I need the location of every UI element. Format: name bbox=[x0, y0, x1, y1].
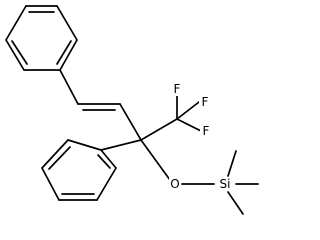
bond bbox=[140, 139, 171, 181]
aromatic-inner-bond bbox=[97, 154, 111, 169]
aromatic-inner-bond bbox=[56, 40, 72, 65]
bond bbox=[100, 149, 117, 169]
bond bbox=[59, 69, 79, 105]
trifluoromethyl-group bbox=[140, 88, 202, 141]
bottom-phenyl-ring bbox=[41, 139, 142, 201]
aromatic-inner-bond bbox=[48, 146, 71, 170]
vinyl-linker bbox=[59, 69, 142, 141]
oxygen-label: O bbox=[170, 177, 179, 191]
trimethylsilyl-ether bbox=[140, 139, 259, 215]
bond bbox=[41, 139, 69, 169]
bond bbox=[5, 5, 27, 41]
bond bbox=[227, 150, 237, 177]
fluorine-label-top: F bbox=[174, 82, 181, 96]
aromatic-inner-bond bbox=[11, 40, 28, 65]
silicon-label: Si bbox=[220, 177, 231, 191]
chemical-structure-diagram: F F F O Si bbox=[5, 5, 259, 215]
atom-labels: F F F O Si bbox=[169, 82, 235, 191]
bond bbox=[140, 118, 178, 141]
bond bbox=[119, 103, 142, 141]
fluorine-label-middle: F bbox=[202, 95, 209, 109]
bond bbox=[56, 5, 78, 41]
bond bbox=[227, 191, 244, 215]
bond bbox=[176, 101, 200, 120]
bond bbox=[96, 167, 117, 201]
bond bbox=[5, 39, 25, 71]
bond bbox=[176, 118, 202, 132]
bond bbox=[41, 167, 60, 201]
bond bbox=[59, 39, 78, 71]
fluorine-label-bottom: F bbox=[203, 124, 210, 138]
bond bbox=[67, 139, 102, 151]
top-phenyl-ring bbox=[5, 5, 78, 71]
bond bbox=[100, 139, 142, 151]
